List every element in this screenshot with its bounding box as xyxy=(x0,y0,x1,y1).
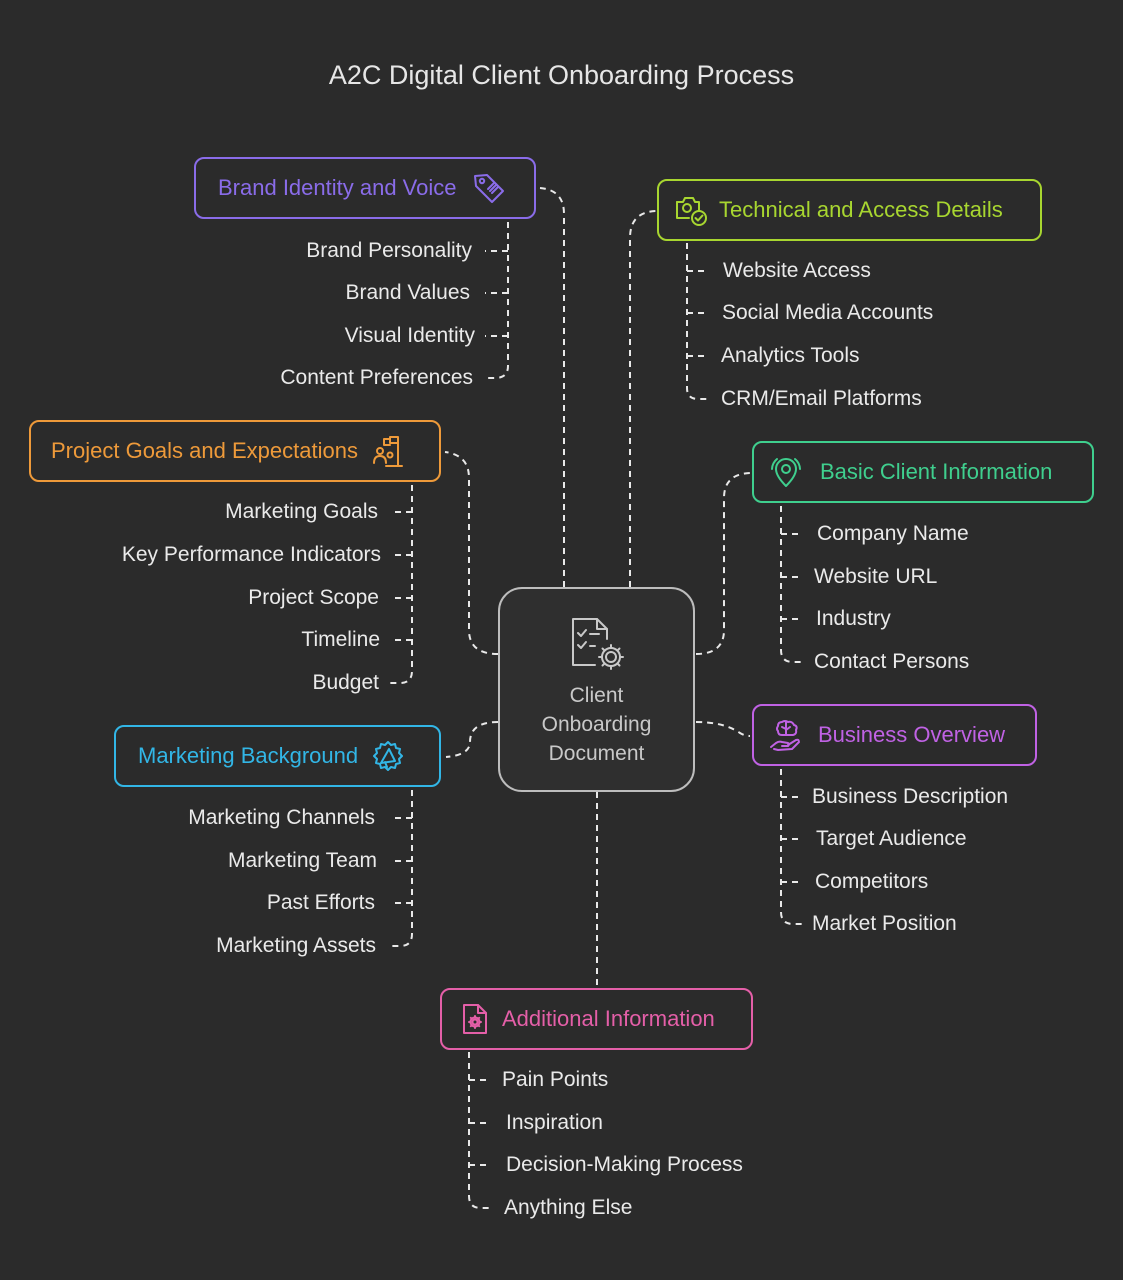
project-item-scope: Project Scope xyxy=(248,586,379,609)
connector-brand xyxy=(539,187,565,587)
megaphone-icon xyxy=(368,736,408,776)
basic-client-header: Basic Client Information xyxy=(752,441,1094,503)
technical-item-analytics: Analytics Tools xyxy=(721,344,860,367)
technical-item-social: Social Media Accounts xyxy=(722,301,934,324)
technical-access-label: Technical and Access Details xyxy=(719,197,1003,222)
business-item-position: Market Position xyxy=(812,912,957,935)
connector-marketing xyxy=(445,721,499,758)
additional-item-anything: Anything Else xyxy=(504,1196,633,1219)
file-gear-icon xyxy=(454,999,494,1039)
business-item-description: Business Description xyxy=(812,785,1009,808)
location-target-icon xyxy=(766,452,806,492)
goal-flag-icon xyxy=(368,431,408,471)
business-overview-label: Business Overview xyxy=(818,722,1006,747)
connector-basic xyxy=(695,472,751,655)
project-item-goals: Marketing Goals xyxy=(225,500,378,523)
center-label: Client Onboarding Document xyxy=(541,684,652,765)
project-goals-header: Project Goals and Expectations xyxy=(29,420,441,482)
document-gear-icon xyxy=(571,618,624,670)
additional-item-decision: Decision-Making Process xyxy=(506,1153,743,1176)
basic-item-industry: Industry xyxy=(816,607,891,630)
project-item-timeline: Timeline xyxy=(301,628,380,651)
business-overview-header: Business Overview xyxy=(752,704,1037,766)
project-goals-label: Project Goals and Expectations xyxy=(51,438,358,463)
business-item-competitors: Competitors xyxy=(815,870,929,893)
brand-identity-header: Brand Identity and Voice xyxy=(194,157,536,219)
brand-item-content: Content Preferences xyxy=(280,366,473,389)
brand-item-personality: Brand Personality xyxy=(306,239,472,262)
basic-item-contact: Contact Persons xyxy=(814,650,970,673)
brand-identity-label: Brand Identity and Voice xyxy=(218,175,457,200)
technical-item-crm: CRM/Email Platforms xyxy=(721,387,922,410)
marketing-background-header: Marketing Background xyxy=(114,725,441,787)
project-item-budget: Budget xyxy=(312,671,379,694)
marketing-item-channels: Marketing Channels xyxy=(188,806,375,829)
page-title: A2C Digital Client Onboarding Process xyxy=(328,60,795,90)
additional-information-header: Additional Information xyxy=(440,988,753,1050)
additional-item-inspiration: Inspiration xyxy=(506,1111,603,1134)
basic-item-company: Company Name xyxy=(817,522,969,545)
connector-business xyxy=(695,721,751,737)
camera-check-icon xyxy=(671,190,711,230)
business-item-audience: Target Audience xyxy=(816,827,967,850)
basic-client-label: Basic Client Information xyxy=(820,459,1053,484)
basic-item-website: Website URL xyxy=(814,565,938,588)
brand-item-values: Brand Values xyxy=(345,281,470,304)
additional-item-pain: Pain Points xyxy=(502,1068,609,1091)
connector-project xyxy=(444,451,499,655)
technical-item-website: Website Access xyxy=(723,259,871,282)
brand-item-visual: Visual Identity xyxy=(344,324,475,347)
client-onboarding-document-node: Client Onboarding Document xyxy=(498,587,695,792)
connector-technical xyxy=(629,210,657,587)
brain-hand-icon xyxy=(766,715,806,755)
marketing-background-label: Marketing Background xyxy=(138,743,359,768)
technical-access-header: Technical and Access Details xyxy=(657,179,1042,241)
marketing-item-assets: Marketing Assets xyxy=(216,934,376,957)
additional-information-label: Additional Information xyxy=(502,1006,715,1031)
project-item-kpi: Key Performance Indicators xyxy=(121,543,381,566)
marketing-item-past: Past Efforts xyxy=(266,891,375,914)
price-tag-icon xyxy=(469,168,509,208)
marketing-item-team: Marketing Team xyxy=(227,849,377,872)
